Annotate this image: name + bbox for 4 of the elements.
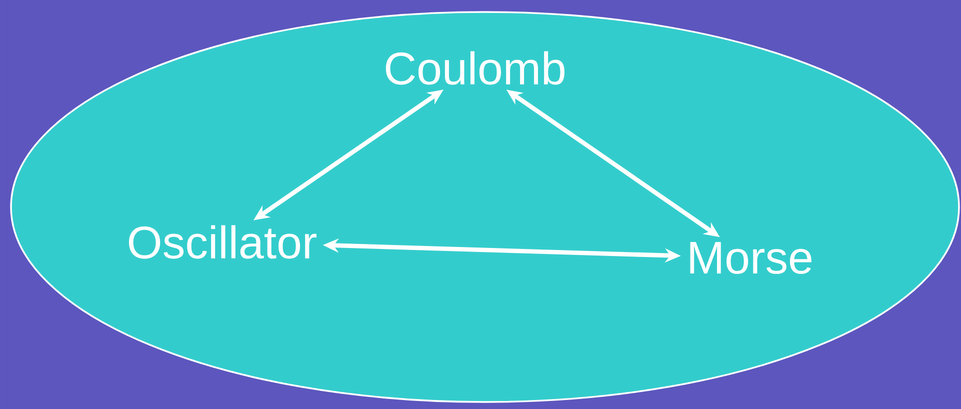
ellipse-shape (10, 11, 960, 403)
node-label: Coulomb (386, 51, 564, 85)
node-label: Oscillator (128, 225, 316, 259)
node-label: Morse (690, 242, 812, 274)
